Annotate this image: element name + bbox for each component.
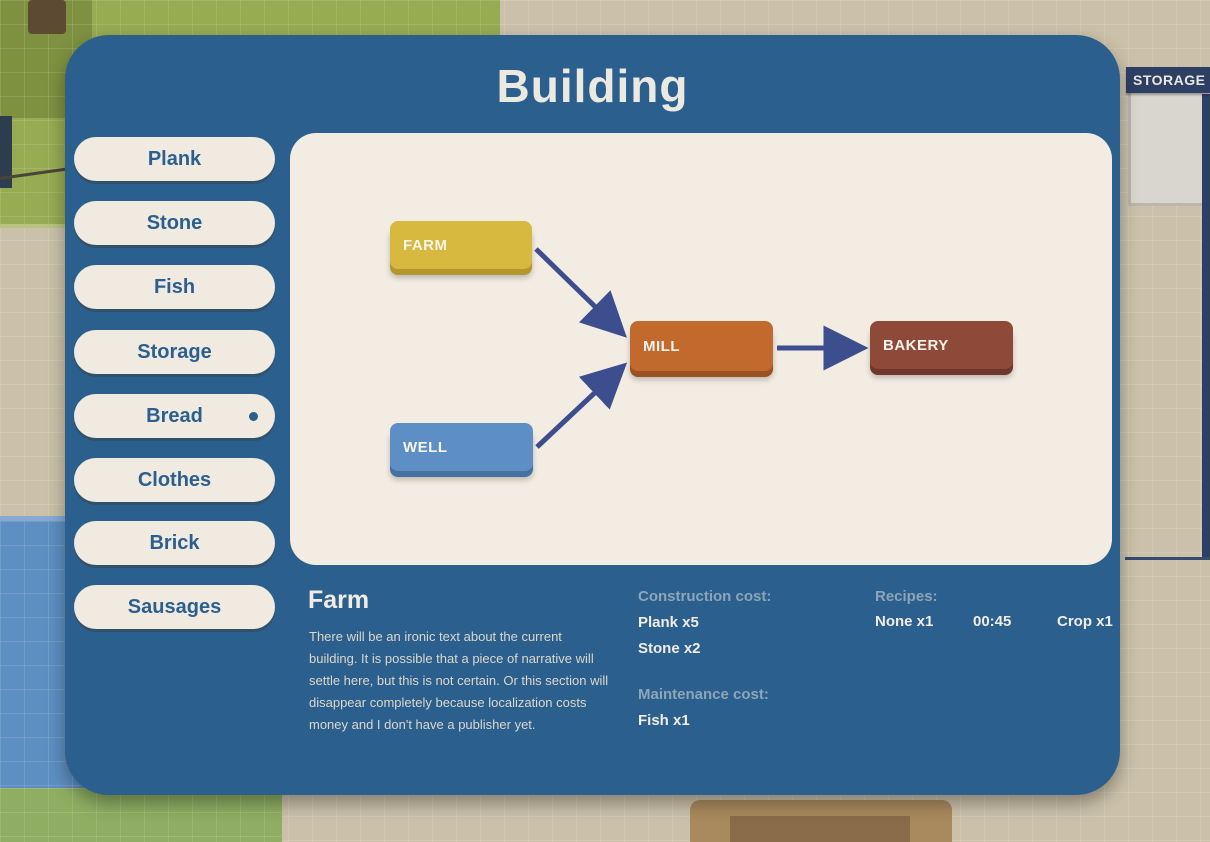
recipe-input: None x1 — [875, 613, 934, 630]
map-right-structure — [1202, 94, 1210, 560]
sidebar-item-sausages[interactable]: Sausages — [74, 585, 275, 629]
construction-cost-item: Plank x5 — [638, 614, 699, 631]
selected-indicator-dot — [249, 411, 258, 421]
sidebar-item-label: Sausages — [127, 595, 222, 618]
node-well[interactable]: WELL — [390, 423, 533, 471]
construction-cost-section: Construction cost: Plank x5 Stone x2 — [638, 588, 771, 666]
map-dirt-patch-inner — [730, 816, 910, 842]
node-bakery[interactable]: BAKERY — [870, 321, 1013, 369]
map-right-line — [1125, 557, 1210, 560]
construction-cost-item: Stone x2 — [638, 640, 701, 657]
sidebar-item-stone[interactable]: Stone — [74, 201, 275, 245]
panel-title: Building — [496, 60, 689, 112]
maintenance-cost-label: Maintenance cost: — [638, 686, 769, 703]
node-label: FARM — [403, 236, 448, 254]
map-structure-edge — [0, 116, 12, 188]
construction-cost-label: Construction cost: — [638, 588, 772, 605]
map-grass-bottom — [0, 788, 282, 842]
recipes-label: Recipes: — [875, 588, 938, 605]
sidebar-item-label: Fish — [153, 275, 196, 298]
sidebar-item-label: Storage — [137, 340, 212, 363]
node-mill[interactable]: MILL — [630, 321, 773, 371]
maintenance-cost-item: Fish x1 — [638, 712, 690, 729]
storage-building-label: STORAGE — [1126, 67, 1210, 93]
maintenance-cost-section: Maintenance cost: Fish x1 — [638, 686, 769, 738]
sidebar-item-label: Stone — [146, 211, 203, 234]
map-crate — [28, 0, 66, 34]
sidebar-item-label: Plank — [147, 147, 202, 170]
node-farm[interactable]: FARM — [390, 221, 532, 269]
sidebar-item-plank[interactable]: Plank — [74, 137, 275, 181]
sidebar-item-label: Brick — [149, 531, 200, 554]
sidebar-item-label: Bread — [146, 404, 203, 427]
node-label: MILL — [643, 337, 680, 355]
building-name: Farm — [308, 586, 370, 614]
sidebar-item-bread[interactable]: Bread — [74, 394, 275, 438]
building-panel: Building Plank Stone Fish Storage Bread … — [65, 35, 1120, 795]
building-details: Farm There will be an ironic text about … — [65, 35, 1120, 795]
diagram-edges — [534, 247, 869, 449]
production-diagram: FARM WELL MILL BAKERY — [290, 133, 1112, 565]
building-description: There will be an ironic text about the c… — [309, 629, 609, 732]
node-label: BAKERY — [883, 336, 949, 354]
sidebar-item-fish[interactable]: Fish — [74, 265, 275, 309]
sidebar-item-brick[interactable]: Brick — [74, 521, 275, 565]
sidebar-item-storage[interactable]: Storage — [74, 330, 275, 374]
sidebar-item-clothes[interactable]: Clothes — [74, 458, 275, 502]
recipe-output: Crop x1 — [1057, 613, 1113, 630]
sidebar-item-label: Clothes — [137, 468, 212, 491]
node-label: WELL — [403, 438, 448, 456]
recipe-time: 00:45 — [973, 613, 1012, 630]
